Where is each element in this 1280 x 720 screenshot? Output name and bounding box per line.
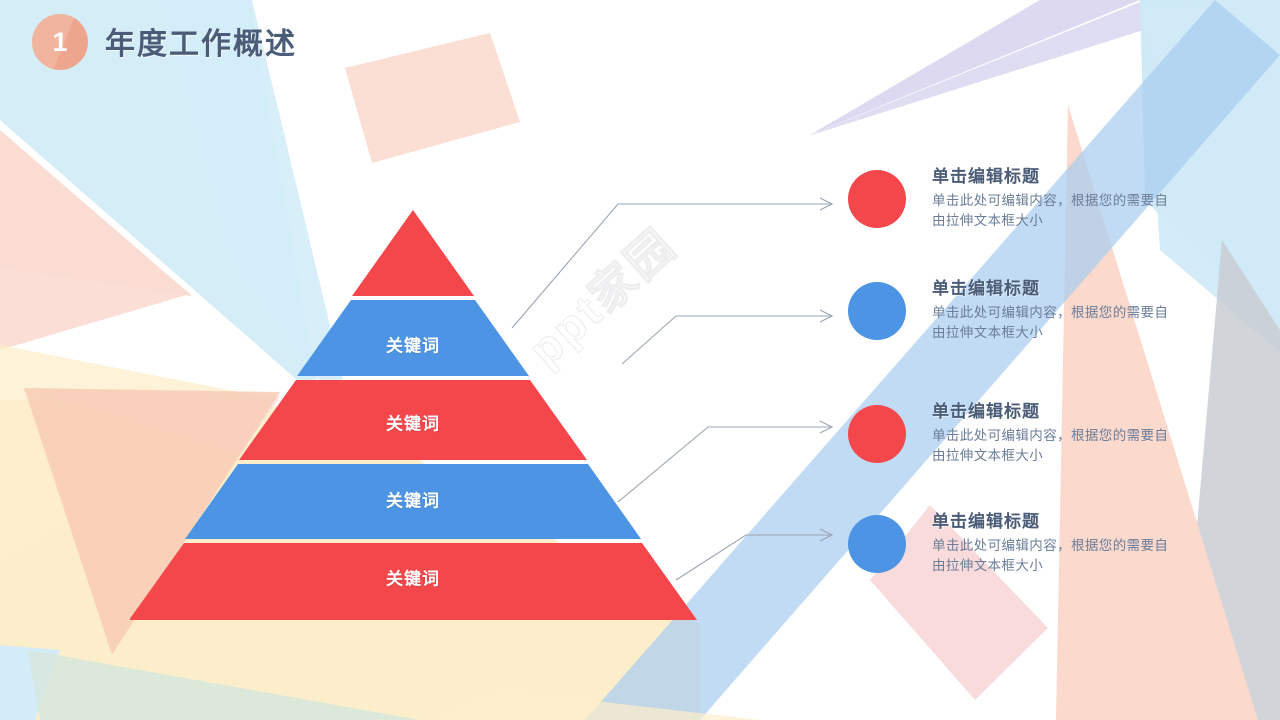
item-text-block: 单击编辑标题 单击此处可编辑内容，根据您的需要自由拉伸文本框大小 — [932, 511, 1176, 575]
page-title: 年度工作概述 — [105, 28, 297, 61]
item-dot-2 — [848, 282, 906, 340]
item-title: 单击编辑标题 — [932, 402, 1040, 421]
list-item[interactable]: 单击编辑标题 单击此处可编辑内容，根据您的需要自由拉伸文本框大小 — [848, 505, 1178, 615]
item-text-block: 单击编辑标题 单击此处可编辑内容，根据您的需要自由拉伸文本框大小 — [932, 401, 1176, 465]
item-body: 单击此处可编辑内容，根据您的需要自由拉伸文本框大小 — [932, 193, 1169, 228]
list-item[interactable]: 单击编辑标题 单击此处可编辑内容，根据您的需要自由拉伸文本框大小 — [848, 395, 1178, 505]
item-body: 单击此处可编辑内容，根据您的需要自由拉伸文本框大小 — [932, 305, 1169, 340]
section-number-badge: 1 — [32, 14, 88, 70]
slide-header: 1 年度工作概述 — [0, 0, 620, 86]
list-item[interactable]: 单击编辑标题 单击此处可编辑内容，根据您的需要自由拉伸文本框大小 — [848, 160, 1178, 270]
item-title: 单击编辑标题 — [932, 167, 1040, 186]
connector-line-4 — [675, 534, 832, 581]
connector-line-2 — [621, 315, 832, 365]
item-dot-1 — [848, 170, 906, 228]
item-dot-3 — [848, 405, 906, 463]
item-text-block: 单击编辑标题 单击此处可编辑内容，根据您的需要自由拉伸文本框大小 — [932, 278, 1176, 342]
connector-line-3 — [617, 426, 832, 503]
pyramid-level-2[interactable] — [297, 300, 529, 376]
item-body: 单击此处可编辑内容，根据您的需要自由拉伸文本框大小 — [932, 428, 1169, 463]
pyramid-level-1[interactable] — [352, 210, 474, 296]
list-item[interactable]: 单击编辑标题 单击此处可编辑内容，根据您的需要自由拉伸文本框大小 — [848, 272, 1178, 382]
item-body: 单击此处可编辑内容，根据您的需要自由拉伸文本框大小 — [932, 538, 1169, 573]
section-number: 1 — [52, 26, 68, 57]
item-title: 单击编辑标题 — [932, 512, 1040, 531]
connector-line-1 — [511, 203, 832, 329]
item-text-block: 单击编辑标题 单击此处可编辑内容，根据您的需要自由拉伸文本框大小 — [932, 166, 1176, 230]
item-dot-4 — [848, 515, 906, 573]
item-title: 单击编辑标题 — [932, 279, 1040, 298]
pyramid-level-2-label: 关键词 — [386, 336, 440, 356]
